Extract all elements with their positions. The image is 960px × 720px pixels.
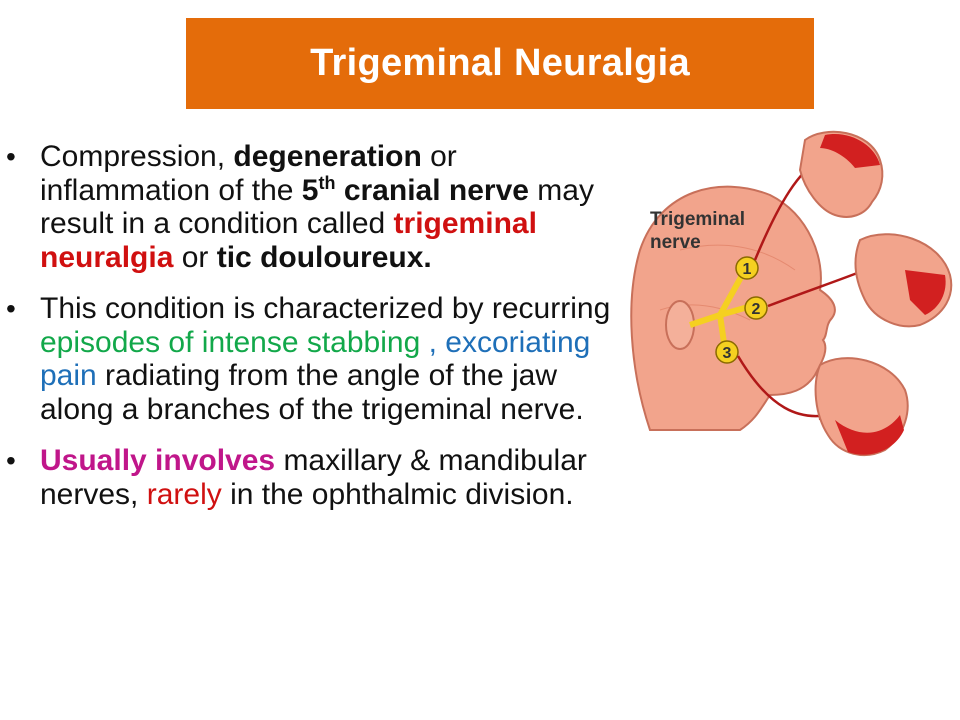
bullet-list: Compression, degeneration or inflammatio…: [0, 140, 620, 529]
small-head-mandibular: [814, 357, 909, 456]
bullet-item-1: Compression, degeneration or inflammatio…: [0, 140, 620, 274]
text-segment: radiating from the angle of the jaw alon…: [40, 359, 584, 426]
text-segment-red: rarely: [146, 477, 222, 511]
text-segment: in the ophthalmic division.: [221, 477, 574, 511]
text-segment: may result in a condition called: [40, 173, 594, 241]
svg-text:1: 1: [743, 261, 752, 278]
svg-text:3: 3: [723, 345, 732, 362]
nerve-label-line2: nerve: [650, 232, 701, 253]
text-segment-red: trigeminal neuralgia: [40, 207, 537, 274]
bullet-item-3: Usually involves maxillary & mandibular …: [0, 444, 620, 511]
branch-marker-3: 3: [715, 340, 739, 364]
svg-text:2: 2: [752, 301, 761, 318]
text-segment: This condition is characterized by recur…: [40, 292, 611, 325]
text-segment-bold: degeneration: [233, 140, 422, 173]
ear-shape: [665, 300, 695, 350]
text-segment-magenta: Usually involves: [40, 444, 276, 477]
text-segment-blue: ,: [428, 325, 446, 359]
text-segment: or: [173, 240, 217, 274]
trigeminal-nerve-illustration: Trigeminal nerve 1 2 3: [630, 130, 953, 456]
text-segment-bold: cranial nerve: [335, 173, 529, 207]
bullet-item-2: This condition is characterized by recur…: [0, 292, 620, 426]
text-segment-blue: excoriating pain: [40, 325, 591, 393]
branch-marker-1: 1: [735, 256, 759, 280]
text-segment-bold: 5: [301, 173, 319, 207]
text-segment: or inflammation of the: [40, 140, 457, 207]
superscript: th: [318, 172, 336, 193]
nerve-label-line1: Trigeminal: [650, 209, 745, 230]
main-head: [630, 185, 836, 431]
text-segment-green: episodes of intense stabbing: [40, 325, 429, 359]
text-segment-bold: tic douloureux.: [216, 240, 432, 274]
small-head-ophthalmic: [798, 130, 884, 218]
branch-marker-2: 2: [744, 296, 768, 320]
slide-title: Trigeminal Neuralgia: [310, 42, 690, 84]
text-segment: Compression,: [40, 140, 234, 173]
small-head-maxillary: [854, 233, 953, 328]
text-segment: maxillary & mandibular nerves,: [40, 444, 587, 511]
title-banner: Trigeminal Neuralgia: [186, 18, 814, 109]
